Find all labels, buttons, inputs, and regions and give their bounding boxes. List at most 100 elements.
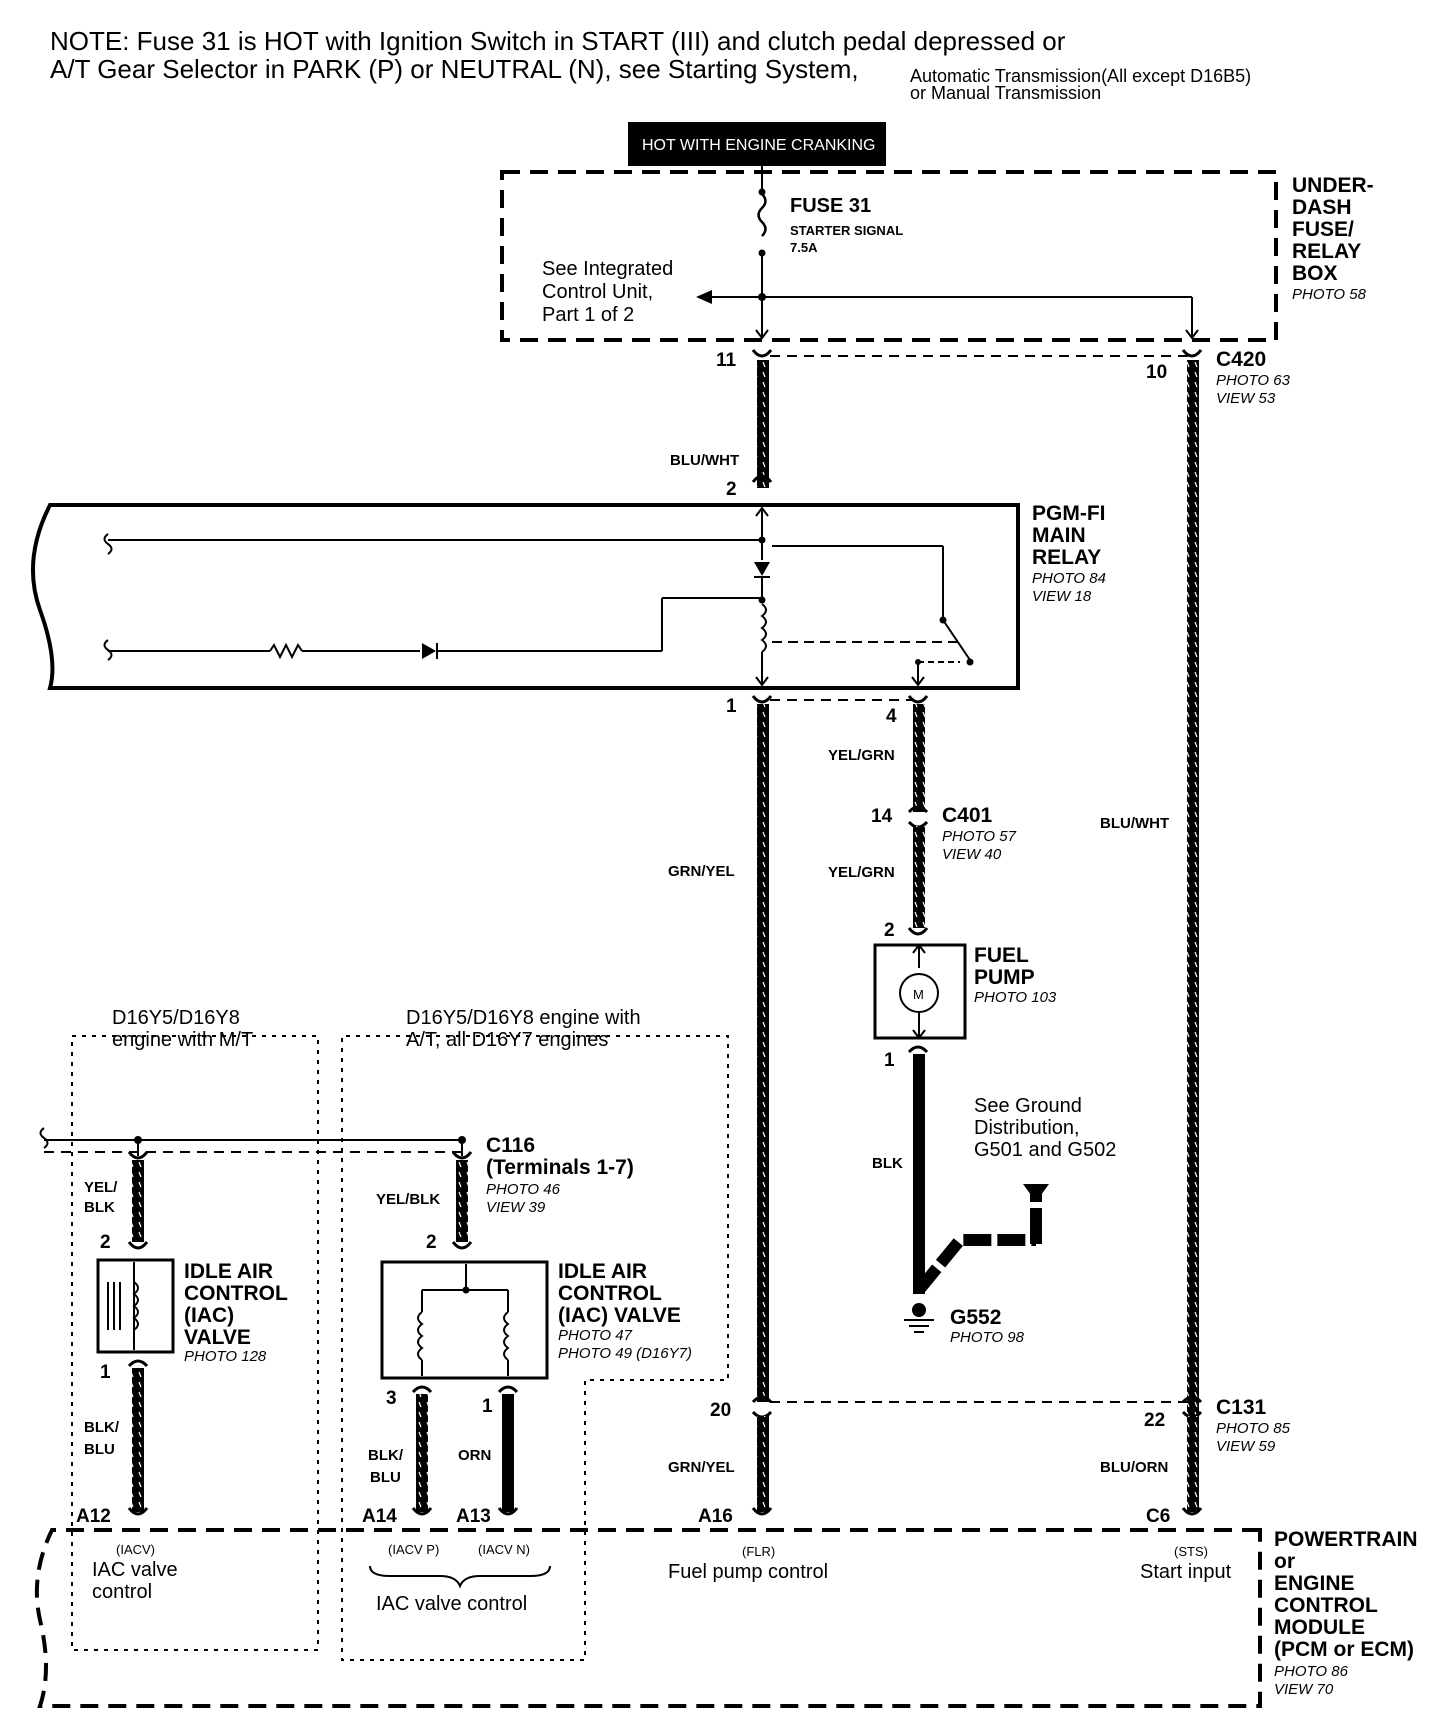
pcm-sts-desc: Start input bbox=[1140, 1561, 1232, 1583]
pcm-flr-desc: Fuel pump control bbox=[668, 1561, 828, 1583]
fusebox-label-4: RELAY bbox=[1292, 240, 1361, 263]
variant-at-l2: A/T, all D16Y7 engines bbox=[406, 1029, 608, 1051]
iac-at-photo-1: PHOTO 47 bbox=[558, 1327, 633, 1344]
fusebox-label-2: DASH bbox=[1292, 196, 1352, 219]
iac-mt-label-3: (IAC) bbox=[184, 1304, 234, 1327]
iac-at-coil-icon-b bbox=[503, 1311, 510, 1361]
g552-name: G552 bbox=[950, 1306, 1001, 1329]
pcm-label-3: ENGINE bbox=[1274, 1572, 1355, 1595]
pcm-iacv-p: (IACV P) bbox=[388, 1542, 439, 1557]
pcm-iacv-n: (IACV N) bbox=[478, 1542, 530, 1557]
c420-photo: PHOTO 63 bbox=[1216, 372, 1291, 389]
fuse-icon bbox=[757, 193, 767, 237]
variant-mt-l1: D16Y5/D16Y8 bbox=[112, 1007, 240, 1029]
wire-blu-wht-long: BLU/WHT bbox=[1100, 360, 1199, 1512]
c131-name: C131 bbox=[1216, 1396, 1267, 1419]
wire-label-blk-blu-l2: BLU bbox=[84, 1441, 115, 1458]
relay-label-3: RELAY bbox=[1032, 546, 1101, 569]
fuel-pump-pin-2: 2 bbox=[884, 920, 895, 941]
fuse-name: FUSE 31 bbox=[790, 195, 871, 217]
wire-label-grn-yel-a: GRN/YEL bbox=[668, 863, 735, 880]
iac-mt-pin-2: 2 bbox=[100, 1232, 111, 1253]
wire-label-yel-blk-b: YEL/BLK bbox=[376, 1191, 440, 1208]
wire-yel-grn: YEL/GRN 14 C401 PHOTO 57 VIEW 40 YEL/GRN… bbox=[828, 704, 1017, 941]
pgmfi-main-relay: PGM-FI MAIN RELAY PHOTO 84 VIEW 18 bbox=[30, 502, 1106, 690]
diode-icon-2 bbox=[422, 643, 436, 659]
relay-photo: PHOTO 84 bbox=[1032, 570, 1106, 587]
wire-label-yel-blk-l2: BLK bbox=[84, 1199, 115, 1216]
iac-at-label-1: IDLE AIR bbox=[558, 1260, 647, 1283]
connector-c116: C116 (Terminals 1-7) PHOTO 46 VIEW 39 bbox=[39, 1127, 634, 1216]
see-icu-line3: Part 1 of 2 bbox=[542, 304, 634, 326]
iac-mt-label-1: IDLE AIR bbox=[184, 1260, 273, 1283]
pcm-sts: (STS) bbox=[1174, 1544, 1208, 1559]
g552-photo: PHOTO 98 bbox=[950, 1329, 1025, 1346]
pcm-pin-c6: C6 bbox=[1146, 1506, 1170, 1527]
relay-switch-icon bbox=[942, 619, 971, 661]
wire-label-blu-orn: BLU/ORN bbox=[1100, 1459, 1168, 1476]
arrow-left-icon bbox=[696, 290, 712, 304]
relay-label-1: PGM-FI bbox=[1032, 502, 1106, 525]
iac-at-pin-1: 1 bbox=[482, 1396, 493, 1417]
wire-label-blk-blu-b2: BLU bbox=[370, 1469, 401, 1486]
relay-view: VIEW 18 bbox=[1032, 588, 1092, 605]
iac-mt-coil-icon bbox=[132, 1281, 139, 1331]
pcm-iac-ctrl-l2: control bbox=[92, 1581, 152, 1603]
resistor-icon bbox=[269, 642, 303, 660]
underdash-fuse-relay-box: FUSE 31 STARTER SIGNAL 7.5A See Integrat… bbox=[500, 166, 1374, 342]
wire-label-yel-blk-l1: YEL/ bbox=[84, 1179, 118, 1196]
connector-c131: 20 22 C131 PHOTO 85 VIEW 59 GRN/YEL BLU/… bbox=[668, 1395, 1291, 1516]
c401-photo: PHOTO 57 bbox=[942, 828, 1017, 845]
ground-arrow-icon bbox=[1023, 1184, 1049, 1202]
fuel-pump: M FUEL PUMP PHOTO 103 1 bbox=[873, 943, 1057, 1071]
pcm-pin-a14: A14 bbox=[362, 1506, 397, 1527]
iac-valve-mt: YEL/ BLK 2 IDLE AIR CONTROL (IAC) VALVE … bbox=[84, 1160, 288, 1516]
pcm-pin-a12: A12 bbox=[76, 1506, 111, 1527]
fuel-pump-pin-1: 1 bbox=[884, 1050, 895, 1071]
c401-name: C401 bbox=[942, 804, 993, 827]
fusebox-photo: PHOTO 58 bbox=[1292, 286, 1367, 303]
variant-at-box: D16Y5/D16Y8 engine with A/T, all D16Y7 e… bbox=[341, 1007, 729, 1661]
c131-view: VIEW 59 bbox=[1216, 1438, 1276, 1455]
hot-banner-label: HOT WITH ENGINE CRANKING bbox=[642, 137, 876, 154]
connector-c420: 11 10 C420 PHOTO 63 VIEW 53 bbox=[716, 348, 1291, 407]
wire-label-yel-grn-a: YEL/GRN bbox=[828, 747, 895, 764]
c116-terms: (Terminals 1-7) bbox=[486, 1156, 634, 1179]
relay-pin-1: 1 bbox=[726, 696, 737, 717]
wire-label-blk-blu-b1: BLK/ bbox=[368, 1447, 404, 1464]
pcm-photo: PHOTO 86 bbox=[1274, 1663, 1349, 1680]
iac-at-coil-icon-a bbox=[417, 1311, 424, 1361]
c420-name: C420 bbox=[1216, 348, 1266, 371]
see-icu-line2: Control Unit, bbox=[542, 281, 653, 303]
see-icu-line1: See Integrated bbox=[542, 258, 673, 280]
fuse-desc: STARTER SIGNAL bbox=[790, 223, 903, 238]
pcm-pin-a13: A13 bbox=[456, 1506, 491, 1527]
iac-at-pin-3: 3 bbox=[386, 1388, 397, 1409]
wire-label-blu-wht-a: BLU/WHT bbox=[670, 452, 739, 469]
c116-name: C116 bbox=[486, 1134, 535, 1157]
relay-pin-4: 4 bbox=[886, 706, 897, 727]
pcm-pin-a16: A16 bbox=[698, 1506, 733, 1527]
hot-banner: HOT WITH ENGINE CRANKING bbox=[628, 122, 886, 166]
wire-blk-ground: BLK See Ground Distribution, G501 and G5… bbox=[872, 1054, 1116, 1346]
iac-at-pin-2: 2 bbox=[426, 1232, 437, 1253]
fuel-pump-label-2: PUMP bbox=[974, 966, 1035, 989]
pcm-label-1: POWERTRAIN bbox=[1274, 1528, 1418, 1551]
fusebox-label-1: UNDER- bbox=[1292, 174, 1374, 197]
note-line2: A/T Gear Selector in PARK (P) or NEUTRAL… bbox=[50, 54, 859, 84]
c131-photo: PHOTO 85 bbox=[1216, 1420, 1291, 1437]
iac-mt-photo: PHOTO 128 bbox=[184, 1348, 267, 1365]
variant-at-l1: D16Y5/D16Y8 engine with bbox=[406, 1007, 641, 1029]
fuse-rating: 7.5A bbox=[790, 240, 818, 255]
ground-note-1: See Ground bbox=[974, 1095, 1082, 1117]
diode-icon bbox=[754, 562, 770, 576]
note: NOTE: Fuse 31 is HOT with Ignition Switc… bbox=[50, 26, 1251, 103]
c116-view: VIEW 39 bbox=[486, 1199, 546, 1216]
pcm-view: VIEW 70 bbox=[1274, 1681, 1334, 1698]
fusebox-label-3: FUSE/ bbox=[1292, 218, 1354, 241]
pcm-flr: (FLR) bbox=[742, 1544, 775, 1559]
pcm-label-2: or bbox=[1274, 1550, 1295, 1573]
iac-at-label-3: (IAC) VALVE bbox=[558, 1304, 681, 1327]
note-line1: NOTE: Fuse 31 is HOT with Ignition Switc… bbox=[50, 26, 1066, 56]
